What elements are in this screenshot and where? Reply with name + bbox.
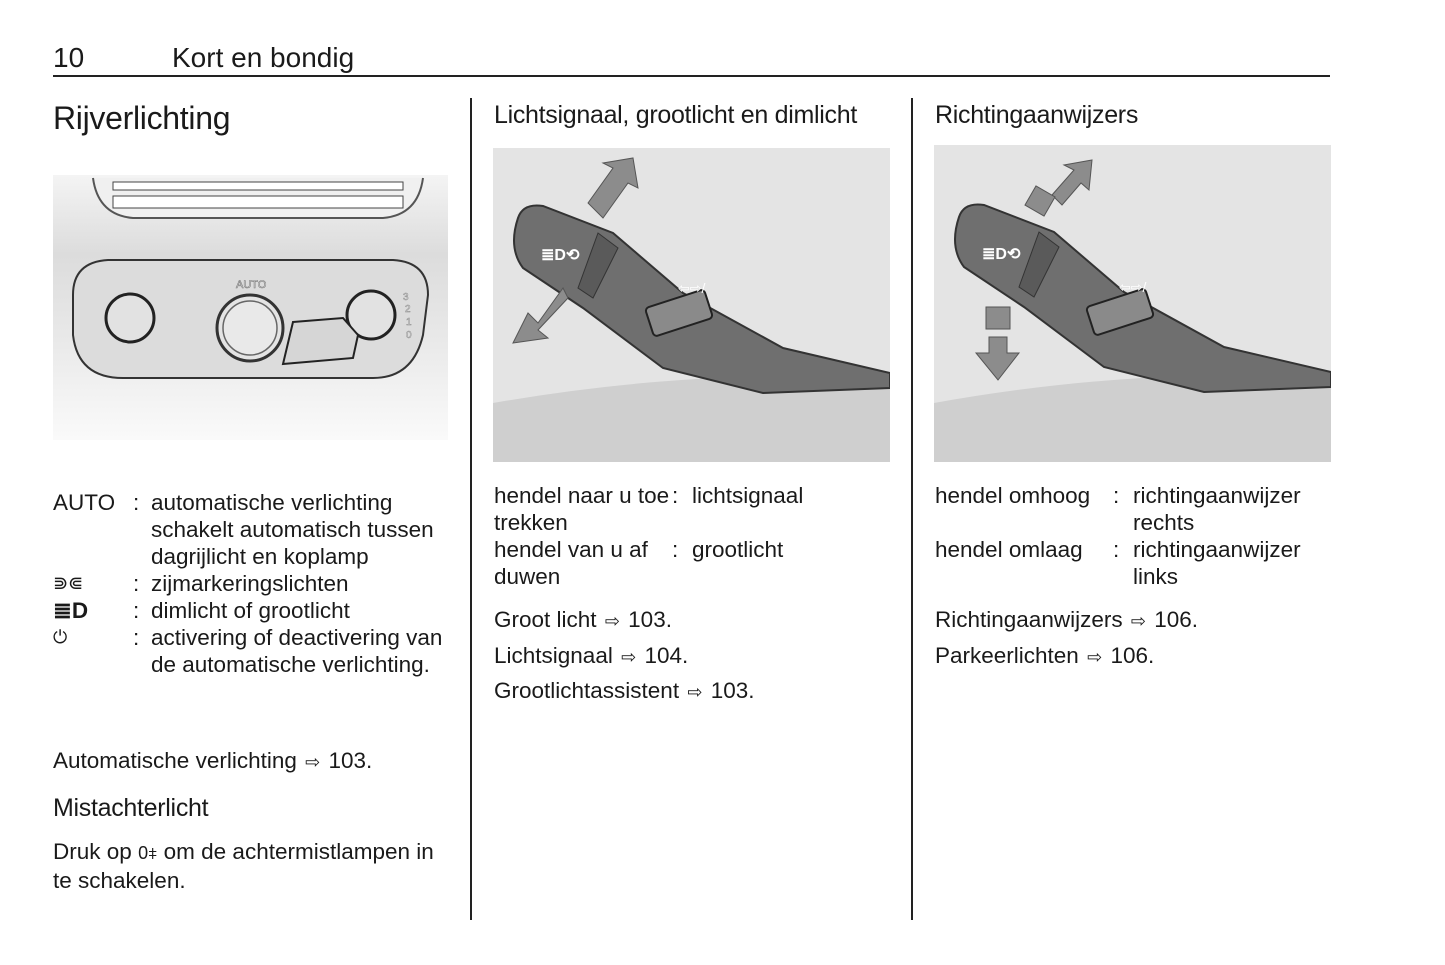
cross-reference[interactable]: Parkeerlichten ⇨ 106. xyxy=(935,642,1154,671)
ref-text: Lichtsignaal xyxy=(494,643,613,668)
definition-term: hendel van u af duwen xyxy=(494,537,648,589)
definition-row: hendel van u af duwen:grootlicht xyxy=(494,536,890,590)
ref-page: 103. xyxy=(628,607,672,632)
reference-arrow-icon: ⇨ xyxy=(1130,611,1146,631)
page-number: 10 xyxy=(53,42,85,73)
definition-desc: activering of deactivering van de automa… xyxy=(151,625,443,677)
definition-term: AUTO xyxy=(53,490,116,515)
ref-text: Parkeerlichten xyxy=(935,643,1079,668)
header-rule xyxy=(53,75,1330,77)
definition-term: hendel omlaag xyxy=(935,537,1083,562)
fog-light-paragraph: Druk op 0⧧ om de achtermistlampen in te … xyxy=(53,838,453,894)
low-high-beam-icon: ≣D xyxy=(53,598,89,623)
scale-3: 3 xyxy=(403,292,409,303)
svg-text:⇦⇨/: ⇦⇨/ xyxy=(1119,279,1146,295)
reference-arrow-icon: ⇨ xyxy=(621,647,637,667)
column-heading: Richtingaanwijzers xyxy=(935,101,1139,129)
definition-row: hendel naar u toe trekken:lichtsignaal xyxy=(494,482,890,536)
ref-page: 104. xyxy=(644,643,689,668)
definition-row: hendel omlaag:richtingaanwijzer links xyxy=(935,536,1331,590)
svg-text:≣D⟲: ≣D⟲ xyxy=(541,247,580,264)
ref-page: 103. xyxy=(710,678,755,703)
power-icon: ⏻ xyxy=(53,627,68,647)
light-switch-definitions: AUTO:automatische verlichting schakelt a… xyxy=(53,489,448,678)
section-title: Kort en bondig xyxy=(172,42,355,73)
definition-desc: automatische verlichting schakelt automa… xyxy=(151,490,434,569)
auto-label: AUTO xyxy=(236,279,267,291)
scale-2: 2 xyxy=(405,304,411,315)
ref-page: 103. xyxy=(328,748,373,773)
light-switch-figure: AUTO 3 2 1 0 xyxy=(53,175,448,440)
side-marker-lights-icon: ⋑⋐ xyxy=(53,573,84,593)
subheading: Mistachterlicht xyxy=(53,794,209,822)
text: Druk op xyxy=(53,839,132,864)
definition-row: AUTO:automatische verlichting schakelt a… xyxy=(53,489,448,570)
cross-reference[interactable]: Groot licht ⇨ 103. xyxy=(494,606,672,635)
reference-arrow-icon: ⇨ xyxy=(1087,647,1103,667)
cross-reference[interactable]: Lichtsignaal ⇨ 104. xyxy=(494,642,688,671)
text: om de achtermistlampen in te schakelen. xyxy=(53,839,434,893)
turn-signal-definitions: hendel omhoog:richtingaanwijzer rechts h… xyxy=(935,482,1331,590)
definition-desc: zijmarkeringslichten xyxy=(151,571,349,596)
cross-reference[interactable]: Grootlichtassistent ⇨ 103. xyxy=(494,677,755,706)
definition-row: ⏻:activering of deactivering van de auto… xyxy=(53,624,448,678)
turn-signal-lever-figure: ≣D⟲ ⇦⇨/ xyxy=(934,145,1331,462)
column-divider xyxy=(911,98,913,920)
page-heading: Rijverlichting xyxy=(53,100,231,136)
rear-fog-light-icon: 0⧧ xyxy=(138,843,158,863)
ref-page: 106. xyxy=(1110,643,1155,668)
definition-desc: richtingaanwijzer links xyxy=(1133,537,1301,589)
ref-text: Groot licht xyxy=(494,607,597,632)
definition-row: hendel omhoog:richtingaanwijzer rechts xyxy=(935,482,1331,536)
definition-row: ≣D:dimlicht of grootlicht xyxy=(53,597,448,624)
definition-desc: richtingaanwijzer rechts xyxy=(1133,483,1301,535)
headlight-lever-definitions: hendel naar u toe trekken:lichtsignaal h… xyxy=(494,482,890,590)
cross-reference[interactable]: Automatische verlichting ⇨ 103. xyxy=(53,747,372,776)
headlight-lever-figure: ≣D⟲ ⇦⇨/ xyxy=(493,148,890,462)
column-heading: Lichtsignaal, grootlicht en dimlicht xyxy=(494,101,858,129)
column-divider xyxy=(470,98,472,920)
ref-text: Automatische verlichting xyxy=(53,748,297,773)
cross-reference[interactable]: Richtingaanwijzers ⇨ 106. xyxy=(935,606,1198,635)
reference-arrow-icon: ⇨ xyxy=(687,682,703,702)
ref-text: Grootlichtassistent xyxy=(494,678,680,703)
svg-text:≣D⟲: ≣D⟲ xyxy=(982,246,1021,263)
svg-text:⇦⇨/: ⇦⇨/ xyxy=(678,280,705,296)
definition-term: hendel naar u toe trekken xyxy=(494,483,670,535)
definition-term: hendel omhoog xyxy=(935,483,1091,508)
scale-0: 0 xyxy=(406,330,412,341)
reference-arrow-icon: ⇨ xyxy=(604,611,620,631)
ref-text: Richtingaanwijzers xyxy=(935,607,1123,632)
definition-row: ⋑⋐:zijmarkeringslichten xyxy=(53,570,448,597)
definition-desc: grootlicht xyxy=(692,537,784,562)
definition-desc: lichtsignaal xyxy=(692,483,804,508)
scale-1: 1 xyxy=(406,317,412,328)
reference-arrow-icon: ⇨ xyxy=(305,752,321,772)
definition-desc: dimlicht of grootlicht xyxy=(151,598,350,623)
ref-page: 106. xyxy=(1154,607,1199,632)
